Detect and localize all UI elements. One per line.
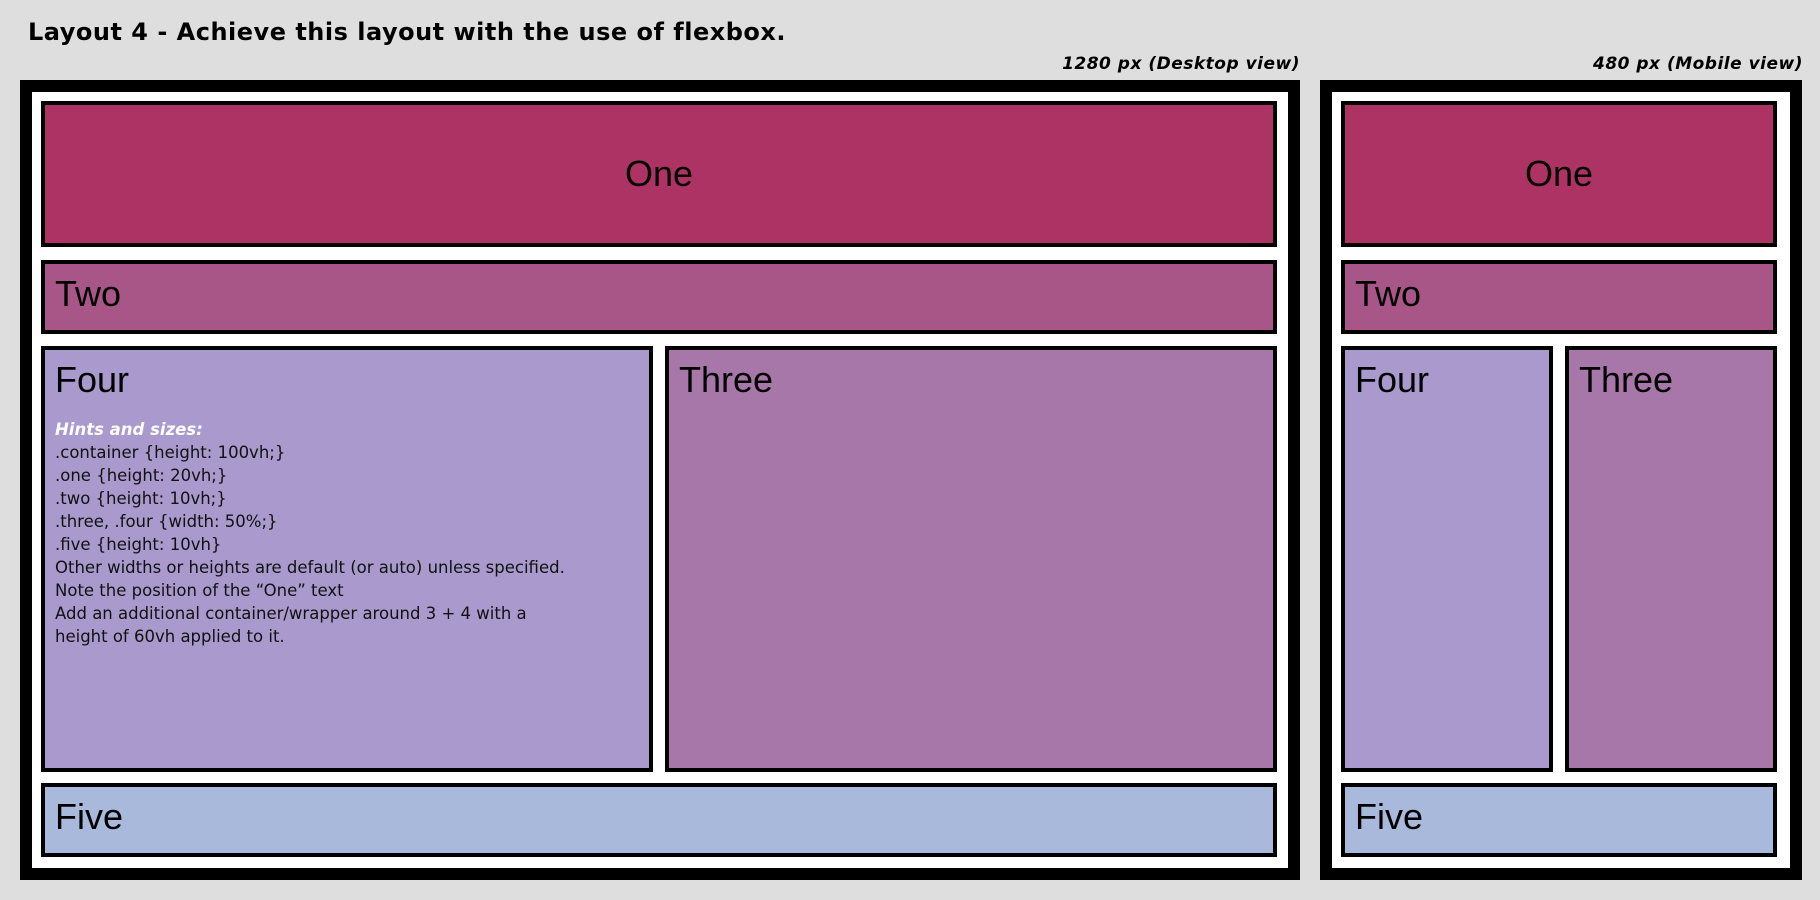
hint-line: Other widths or heights are default (or … — [55, 558, 565, 577]
box-five-label: Five — [1355, 796, 1424, 837]
hint-line: .five {height: 10vh} — [55, 535, 222, 554]
mobile-box-five: Five — [1341, 783, 1777, 857]
desktop-box-three: Three — [665, 346, 1277, 772]
box-four-label: Four — [55, 359, 130, 400]
box-one-label: One — [624, 153, 694, 194]
hint-line: .container {height: 100vh;} — [55, 443, 286, 462]
hint-line: .two {height: 10vh;} — [55, 489, 227, 508]
mobile-box-one: One — [1341, 101, 1777, 247]
mobile-inner: One Two Four Three Five — [1332, 92, 1790, 868]
mobile-box-two: Two — [1341, 260, 1777, 334]
hint-line: height of 60vh applied to it. — [55, 627, 285, 646]
page-heading: Layout 4 - Achieve this layout with the … — [28, 18, 786, 46]
desktop-box-one: One — [41, 101, 1277, 247]
hints-title: Hints and sizes: — [55, 420, 203, 439]
box-three-label: Three — [679, 359, 774, 400]
desktop-caption: 1280 px (Desktop view) — [1062, 54, 1300, 74]
mobile-caption: 480 px (Mobile view) — [1592, 54, 1803, 74]
box-four-label: Four — [1355, 359, 1430, 400]
box-three-label: Three — [1579, 359, 1674, 400]
box-one-label: One — [1524, 153, 1594, 194]
desktop-inner: One Two Four Hints and sizes: .container… — [32, 92, 1288, 868]
desktop-container: One Two Four Hints and sizes: .container… — [20, 80, 1300, 880]
hint-line: Add an additional container/wrapper arou… — [55, 604, 527, 623]
mobile-box-four: Four — [1341, 346, 1553, 772]
desktop-box-two: Two — [41, 260, 1277, 334]
mobile-box-three: Three — [1565, 346, 1777, 772]
mobile-container: One Two Four Three Five — [1320, 80, 1802, 880]
hints-text: Hints and sizes: .container {height: 100… — [55, 418, 639, 648]
hint-line: Note the position of the “One” text — [55, 581, 344, 600]
box-two-label: Two — [55, 273, 122, 314]
hint-line: .one {height: 20vh;} — [55, 466, 228, 485]
box-five-label: Five — [55, 796, 124, 837]
desktop-box-five: Five — [41, 783, 1277, 857]
box-two-label: Two — [1355, 273, 1422, 314]
hint-line: .three, .four {width: 50%;} — [55, 512, 278, 531]
desktop-box-four: Four Hints and sizes: .container {height… — [41, 346, 653, 772]
